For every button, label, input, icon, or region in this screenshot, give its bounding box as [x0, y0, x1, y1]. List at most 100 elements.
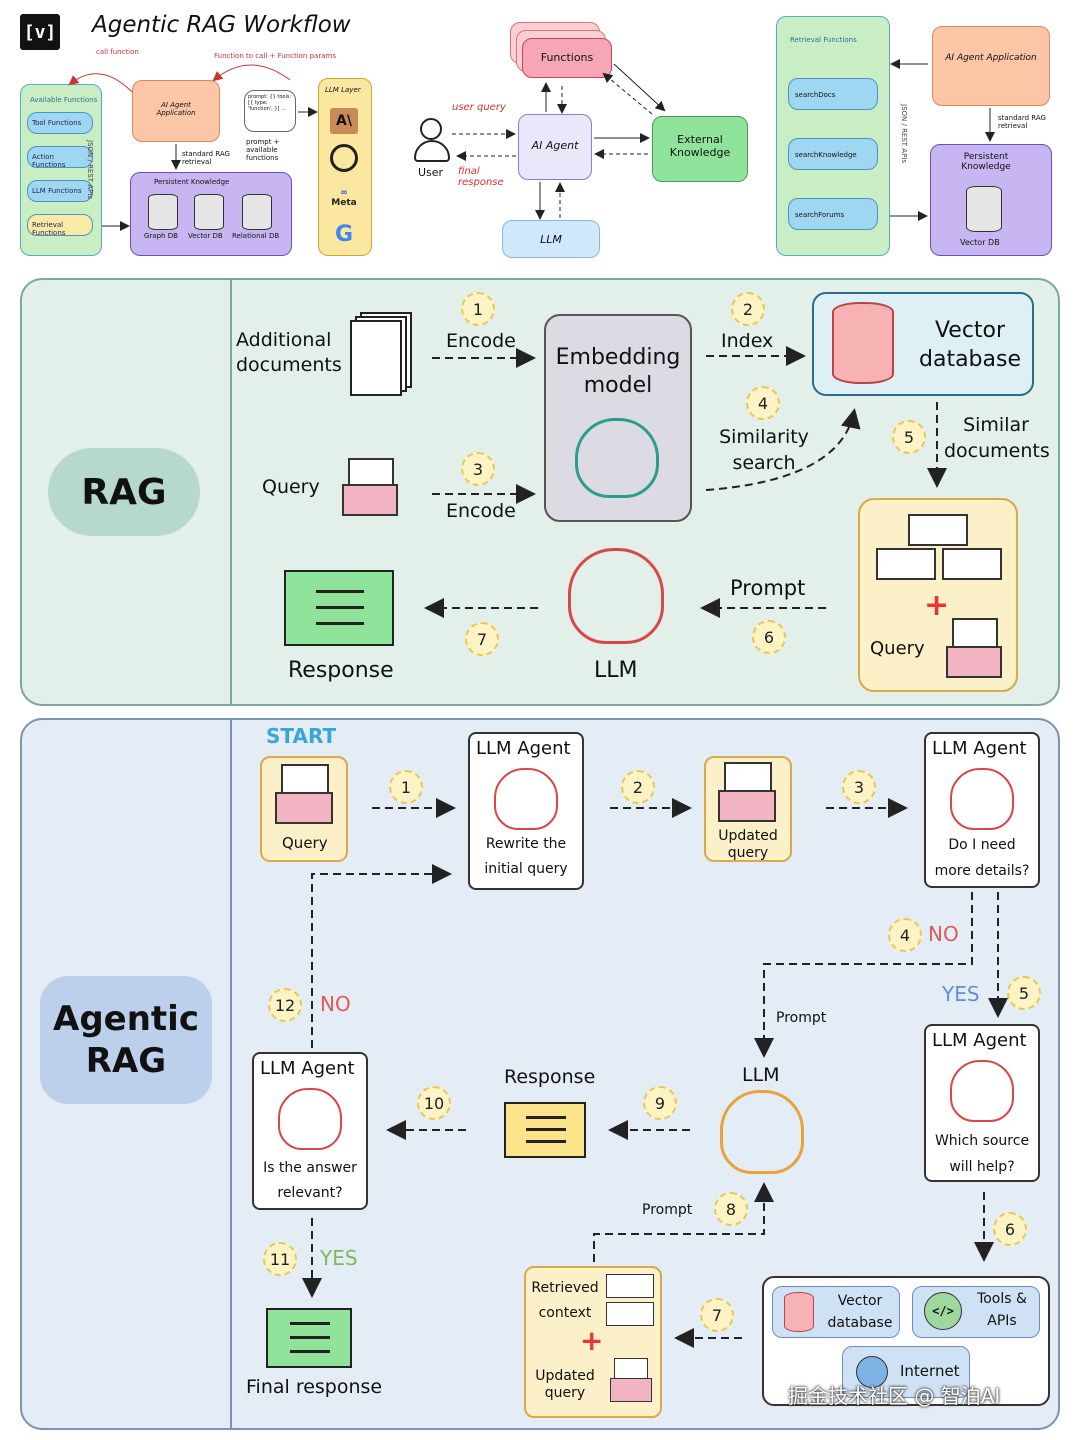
prompt-label-1: Prompt [776, 1010, 827, 1026]
code-icon: </> [924, 1292, 962, 1330]
internet-label: Internet [900, 1362, 960, 1380]
final-response-icon [266, 1308, 352, 1368]
similar-documents-label: Similar documents [944, 414, 1050, 462]
agent-relevance-card [252, 1052, 368, 1210]
index-label: Index [721, 330, 774, 352]
agent-details-title: LLM Agent [932, 738, 1027, 759]
graph-db-label: Graph DB [144, 232, 178, 240]
agent-rewrite-brain-icon [494, 768, 558, 830]
agentic-step-8: 8 [714, 1192, 748, 1226]
rag-step-7: 7 [465, 622, 499, 656]
retrieval-functions-chip: Retrieval Functions [27, 214, 93, 237]
similarity-search-label: Similarity search [719, 426, 809, 474]
updated-query-label: Updated query [718, 828, 778, 861]
functions-external-arrow [613, 63, 666, 112]
encode-label-1: Encode [446, 330, 516, 352]
context-doc-icon-1 [606, 1274, 654, 1298]
encode-label-2: Encode [446, 500, 516, 522]
prompt-code-card: prompt: {} tools: [{ type: 'function', }… [244, 90, 296, 132]
yes-label-2: YES [320, 1246, 358, 1270]
no-label-1: NO [928, 922, 959, 946]
retrieved-context-label: Retrieved context [531, 1280, 599, 1321]
agent-relevance-brain-icon [278, 1088, 342, 1150]
llm-brain-icon-rag [568, 548, 664, 644]
vector-database-source-label: Vector database [827, 1293, 893, 1331]
agent-source-text: Which source will help? [934, 1133, 1030, 1175]
agentic-step-10: 10 [417, 1086, 451, 1120]
persistent-knowledge-panel-right [930, 144, 1052, 256]
final-response-label: final response [458, 166, 504, 188]
query-label-rag: Query [262, 476, 320, 498]
query-label-card: Query [870, 638, 925, 659]
agent-rewrite-card [468, 732, 584, 890]
rag-step-6: 6 [752, 620, 786, 654]
agentic-step-7: 7 [700, 1298, 734, 1332]
vector-database-icon [832, 302, 894, 384]
google-logo: G [334, 222, 354, 247]
doc-card-top [908, 514, 968, 546]
external-knowledge-box: External Knowledge [652, 116, 748, 182]
anthropic-logo: A\ [330, 108, 358, 134]
agentic-step-2: 2 [621, 770, 655, 804]
agentic-step-1: 1 [389, 770, 423, 804]
response-label-agentic: Response [504, 1066, 596, 1088]
meta-logo: ∞Meta [331, 188, 357, 208]
relational-db-icon [242, 194, 272, 230]
call-function-arrow [68, 73, 133, 93]
final-response-label: Final response [246, 1376, 383, 1398]
agentic-step-3: 3 [842, 770, 876, 804]
vector-db-label-left: Vector DB [188, 232, 223, 240]
user-label: User [418, 166, 444, 179]
llm-label-agentic: LLM [742, 1064, 780, 1086]
agentic-step-4: 4 [888, 918, 922, 952]
agent-details-brain-icon [950, 768, 1014, 830]
agentic-step-9: 9 [643, 1086, 677, 1120]
query-envelope-icon [342, 458, 398, 518]
response-icon-agentic [504, 1102, 586, 1158]
vector-db-label-right: Vector DB [960, 238, 1000, 247]
rag-divider [230, 280, 232, 704]
agentic-step-5: 5 [1007, 976, 1041, 1010]
rag-step-1: 1 [461, 292, 495, 326]
doc-card-left [876, 548, 936, 580]
vector-db-icon-left [194, 194, 224, 230]
plus-icon-rag: + [924, 588, 950, 623]
standard-rag-label-right: standard RAG retrieval [998, 114, 1046, 130]
llm-functions-chip: LLM Functions [27, 180, 93, 202]
agent-rewrite-title: LLM Agent [476, 738, 571, 759]
user-query-label: user query [452, 102, 506, 113]
function-params-label: Function to call + Function params [214, 52, 336, 60]
ai-agent-application-right: AI Agent Application [932, 26, 1050, 106]
agentic-step-11: 11 [263, 1242, 297, 1276]
function-params-arrow [212, 64, 291, 82]
agent-rewrite-text: Rewrite the initial query [484, 836, 568, 877]
no-label-2: NO [320, 992, 351, 1016]
agent-source-brain-icon [950, 1060, 1014, 1122]
llm-brain-icon-agentic [720, 1090, 804, 1174]
search-forums-chip: searchForums [788, 198, 878, 230]
embedding-brain-icon [575, 418, 659, 498]
ai-agent-box-top: AI Agent [518, 114, 592, 180]
rag-step-2: 2 [731, 292, 765, 326]
persistent-knowledge-title-left: Persistent Knowledge [154, 178, 230, 186]
meta-label: Meta [331, 198, 357, 208]
agentic-label: Agentic RAG [40, 976, 212, 1104]
response-label-rag: Response [288, 658, 394, 683]
updated-query-envelope [718, 762, 776, 824]
vector-database-source-icon [784, 1292, 814, 1332]
no-path-1 [754, 892, 973, 1058]
functions-box: Functions [522, 38, 612, 78]
llm-layer-title: LLM Layer [325, 86, 361, 94]
updated-query-envelope-2 [610, 1358, 652, 1404]
step8-arrow [593, 1182, 774, 1262]
agent-source-title: LLM Agent [932, 1030, 1027, 1051]
relational-db-label: Relational DB [232, 232, 280, 240]
rag-step-4: 4 [746, 386, 780, 420]
watermark: 掘金技术社区 @ 智泊AI [788, 1384, 1001, 1408]
embedding-model-label: Embedding model [555, 345, 681, 398]
llm-box-top: LLM [502, 220, 600, 258]
updated-query-label-2: Updated query [535, 1368, 595, 1401]
